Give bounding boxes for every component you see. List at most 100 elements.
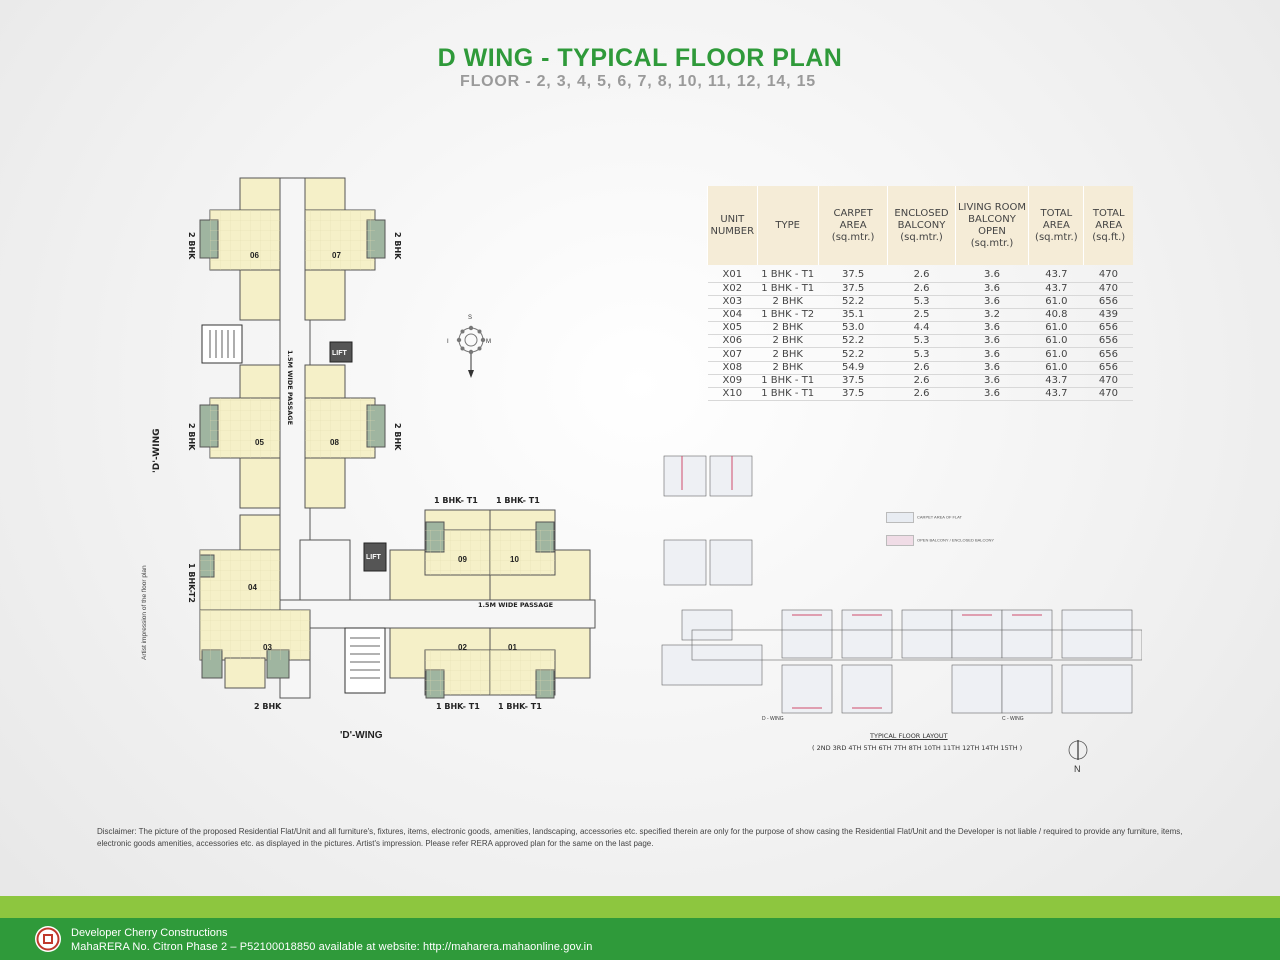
table-cell: 37.5 (818, 374, 888, 389)
table-cell: X01 (707, 265, 758, 283)
col-header: TOTAL AREA (sq.ft.) (1083, 186, 1133, 265)
table-cell: 3.6 (955, 265, 1029, 283)
table-cell: 3.6 (955, 334, 1029, 349)
table-cell: 37.5 (818, 282, 888, 296)
compass-icon: S M I (447, 315, 491, 378)
layout-legend: CARPET AREA OF FLAT OPEN BALCONY / ENCLO… (886, 512, 994, 546)
artist-note: Artist impression of the floor plan (141, 565, 148, 660)
col-header: LIVING ROOM BALCONY OPEN (sq.mtr.) (954, 186, 1029, 265)
table-cell: 54.9 (818, 361, 888, 375)
table-cell: 5.3 (887, 334, 956, 349)
table-cell: 1 BHK - T1 (757, 282, 819, 296)
typical-floor-layout: D - WING C - WING (652, 450, 1143, 750)
lift-label: LIFT (366, 554, 381, 561)
table-cell: 61.0 (1028, 321, 1084, 336)
maharera-logo-icon (35, 926, 61, 952)
col-header: ENCLOSED BALCONY (sq.mtr.) (887, 186, 956, 265)
unit-07 (304, 177, 386, 321)
unit-04 (199, 514, 281, 611)
wing-label: 'D'-WING (340, 730, 383, 741)
table-cell: 3.6 (955, 347, 1029, 362)
unit-number: 08 (330, 438, 339, 447)
layout-wing-label: C - WING (1002, 716, 1024, 722)
typical-floor-layout-drawing: D - WING C - WING (661, 455, 1143, 722)
unit-number: 03 (263, 643, 272, 652)
table-cell: 1 BHK - T1 (757, 374, 819, 389)
table-cell: 2.6 (887, 374, 956, 389)
table-cell: 3.6 (955, 295, 1029, 309)
table-cell: 2 BHK (757, 347, 819, 362)
table-cell: 61.0 (1028, 361, 1084, 375)
north-label: N (1074, 764, 1081, 774)
footer (0, 918, 1280, 960)
table-cell: 2.5 (887, 308, 956, 323)
unit-08 (304, 364, 386, 509)
table-cell: 61.0 (1028, 295, 1084, 309)
unit-05 (199, 364, 281, 509)
table-cell: X07 (707, 347, 758, 362)
unit-02 (389, 627, 491, 699)
developer-name: Developer Cherry Constructions (71, 927, 228, 939)
unit-number: 01 (508, 643, 517, 652)
legend-text: OPEN BALCONY / ENCLOSED BALCONY (917, 537, 995, 543)
table-cell: 1 BHK - T1 (757, 387, 819, 402)
layout-floors: ( 2ND 3RD 4TH 5TH 6TH 7TH 8TH 10TH 11TH … (812, 744, 1023, 752)
unit-number: 09 (458, 555, 467, 564)
table-cell: 52.2 (818, 334, 888, 349)
compass-label: M (486, 339, 491, 345)
table-cell: 3.6 (955, 321, 1029, 336)
table-cell: 43.7 (1028, 265, 1084, 283)
table-cell: 52.2 (818, 295, 888, 309)
table-cell: 3.6 (955, 387, 1029, 402)
table-cell: 1 BHK - T2 (757, 308, 819, 323)
unit-type-label: 1 BHK- T1 (496, 496, 540, 505)
table-cell: 43.7 (1028, 374, 1084, 389)
legend-swatch (886, 512, 914, 523)
table-cell: 35.1 (818, 308, 888, 323)
table-cell: 439 (1083, 308, 1133, 323)
table-cell: X05 (707, 321, 758, 336)
passage-label: 1.5M WIDE PASSAGE (478, 601, 554, 609)
table-cell: 37.5 (818, 387, 888, 402)
col-header: TYPE (756, 186, 819, 265)
table-cell: 470 (1083, 282, 1133, 296)
table-cell: 43.7 (1028, 282, 1084, 296)
unit-10 (489, 509, 591, 601)
table-cell: 2.6 (887, 282, 956, 296)
unit-type-label: 2 BHK (254, 702, 282, 711)
table-cell: 3.6 (955, 361, 1029, 375)
table-cell: 43.7 (1028, 387, 1084, 402)
page-subtitle: FLOOR - 2, 3, 4, 5, 6, 7, 8, 10, 11, 12,… (460, 73, 816, 90)
table-cell: 37.5 (818, 265, 888, 283)
table-cell: 470 (1083, 265, 1133, 283)
table-cell: 2.6 (887, 387, 956, 402)
unit-number: 07 (332, 251, 341, 260)
table-cell: 656 (1083, 347, 1133, 362)
table-cell: X03 (707, 295, 758, 309)
table-cell: 2 BHK (757, 321, 819, 336)
floor-plan: LIFT (140, 170, 610, 750)
table-header-row: UNIT NUMBER TYPE CARPET AREA (sq.mtr.) E… (707, 186, 1133, 265)
legend-text: CARPET AREA OF FLAT (917, 514, 962, 520)
table-cell: 61.0 (1028, 347, 1084, 362)
col-header: TOTAL AREA (sq.mtr.) (1028, 186, 1084, 265)
legend-item-balcony: OPEN BALCONY / ENCLOSED BALCONY (886, 535, 994, 546)
unit-number: 04 (248, 583, 257, 592)
unit-number: 02 (458, 643, 467, 652)
table-cell: 52.2 (818, 347, 888, 362)
footer-band (0, 896, 1280, 918)
compass-label: S (468, 315, 472, 321)
legend-swatch (886, 535, 914, 546)
table-cell: 53.0 (818, 321, 888, 336)
table-cell: 2.6 (887, 361, 956, 375)
unit-number: 06 (250, 251, 259, 260)
